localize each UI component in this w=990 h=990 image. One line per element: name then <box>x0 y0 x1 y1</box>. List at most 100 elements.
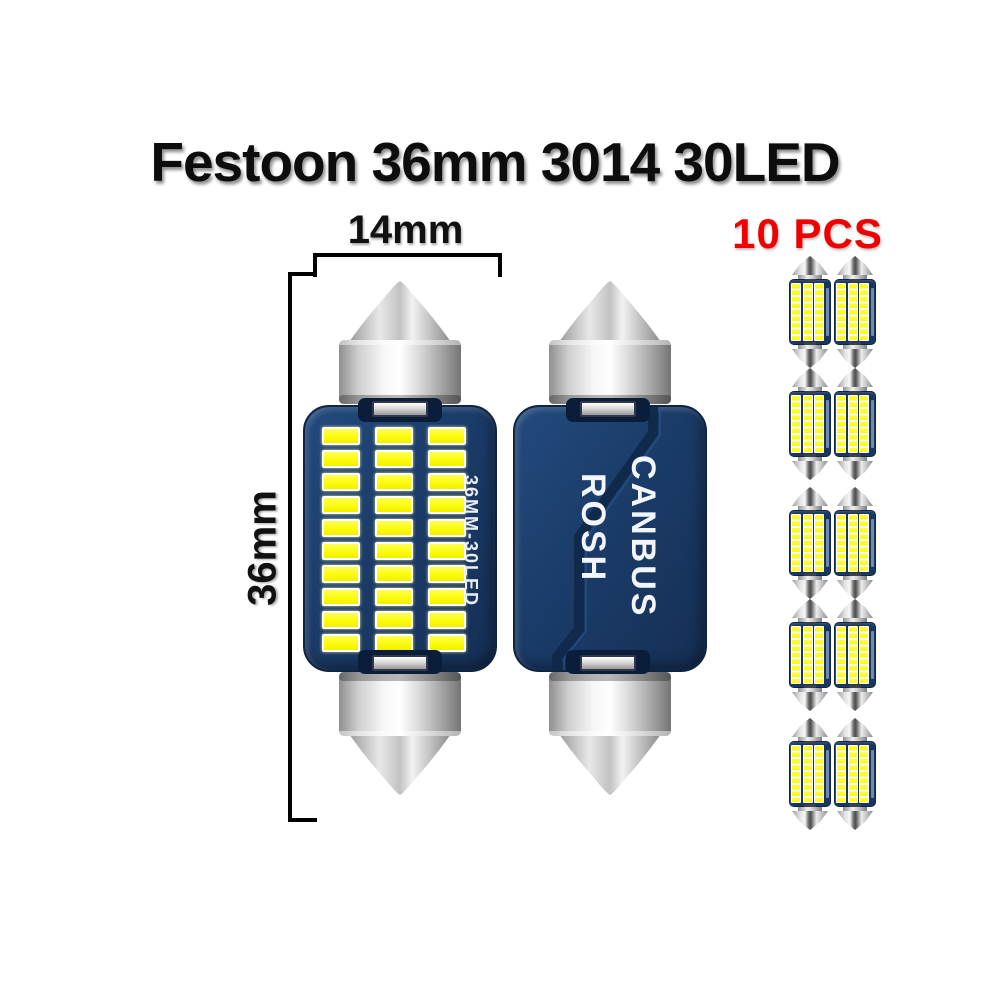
mini-bulb-body <box>834 622 876 688</box>
led-chip <box>428 588 466 606</box>
led-chip <box>322 519 360 537</box>
mini-led-stripe <box>859 395 870 453</box>
back-bulb-top-tab <box>580 401 636 417</box>
mini-bulb-body <box>789 741 831 807</box>
mini-led-stripe <box>836 283 847 341</box>
front-bulb-body: 36MM-30LED <box>303 405 497 672</box>
back-bulb-seam-icon <box>552 407 661 670</box>
mini-led-stripe <box>814 283 825 341</box>
mini-bulb-body <box>834 391 876 457</box>
back-bulb-print-canbus: CANBUS <box>624 455 662 619</box>
mini-bulb-top-neck <box>843 737 867 741</box>
mini-bulb-bottom-neck <box>798 345 822 349</box>
mini-bulb-bottom-neck <box>843 576 867 580</box>
mini-bulb <box>789 368 831 480</box>
mini-bulb-body <box>834 510 876 576</box>
mini-bulb-top-cone-icon <box>792 256 828 275</box>
led-chip <box>428 496 466 514</box>
front-bulb-bottom-cap-icon <box>339 672 461 795</box>
mini-bulb-top-cone-icon <box>792 718 828 737</box>
back-bulb-body: CANBUS ROSH <box>513 405 707 672</box>
mini-bulb <box>834 718 876 830</box>
mini-led-stripe <box>814 395 825 453</box>
mini-bulb-top-cone-icon <box>837 368 873 387</box>
mini-bulb-body <box>789 391 831 457</box>
led-grid <box>322 427 466 652</box>
mini-bulb-top-neck <box>843 275 867 279</box>
mini-bulb-bottom-neck <box>843 807 867 811</box>
mini-print-stripe <box>870 519 874 567</box>
led-chip <box>322 542 360 560</box>
led-chip <box>375 519 413 537</box>
led-chip <box>322 496 360 514</box>
led-chip <box>322 427 360 445</box>
pack-row <box>789 487 876 599</box>
mini-bulb <box>789 256 831 368</box>
pack-row <box>789 256 876 368</box>
mini-bulb-top-neck <box>798 506 822 510</box>
mini-led-stripe <box>814 745 825 803</box>
back-bulb-bottom-tab <box>580 655 636 671</box>
led-chip <box>428 450 466 468</box>
led-chip <box>428 542 466 560</box>
mini-print-stripe <box>870 288 874 336</box>
pack-row <box>789 368 876 480</box>
mini-led-stripe <box>802 514 813 572</box>
led-chip <box>375 450 413 468</box>
mini-led-stripe <box>847 514 858 572</box>
mini-led-stripe <box>859 626 870 684</box>
mini-led-stripe <box>791 514 802 572</box>
mini-bulb-top-cone-icon <box>837 718 873 737</box>
mini-bulb-bottom-cone-icon <box>837 811 873 830</box>
led-chip <box>375 588 413 606</box>
led-chip <box>375 611 413 629</box>
mini-bulb-bottom-neck <box>798 576 822 580</box>
front-bulb-bottom-tab <box>372 655 428 671</box>
led-chip <box>375 496 413 514</box>
led-chip <box>375 473 413 491</box>
mini-bulb <box>834 487 876 599</box>
led-chip <box>428 427 466 445</box>
mini-bulb-bottom-cone-icon <box>837 461 873 480</box>
mini-led-stripe <box>847 283 858 341</box>
led-chip <box>322 473 360 491</box>
mini-led-stripe <box>836 745 847 803</box>
mini-bulb-top-cone-icon <box>792 599 828 618</box>
mini-bulb-bottom-cone-icon <box>837 349 873 368</box>
led-chip <box>428 565 466 583</box>
mini-bulb-bottom-neck <box>798 457 822 461</box>
mini-print-stripe <box>825 400 829 448</box>
product-title: Festoon 36mm 3014 30LED <box>150 131 840 193</box>
mini-bulb-bottom-cone-icon <box>792 580 828 599</box>
mini-bulb-top-neck <box>798 618 822 622</box>
mini-led-stripe <box>814 626 825 684</box>
led-chip <box>428 634 466 652</box>
mini-led-stripe <box>791 745 802 803</box>
mini-bulb-bottom-neck <box>798 688 822 692</box>
mini-bulb-bottom-cone-icon <box>792 811 828 830</box>
mini-print-stripe <box>825 750 829 798</box>
mini-bulb-body <box>789 279 831 345</box>
mini-led-stripe <box>802 626 813 684</box>
mini-bulb <box>834 599 876 711</box>
mini-bulb-bottom-cone-icon <box>792 349 828 368</box>
mini-led-stripe <box>847 626 858 684</box>
mini-bulb-body <box>834 741 876 807</box>
mini-bulb-top-cone-icon <box>837 599 873 618</box>
led-chip <box>322 450 360 468</box>
mini-bulb-top-neck <box>843 506 867 510</box>
mini-led-stripe <box>814 514 825 572</box>
mini-led-stripe <box>802 395 813 453</box>
pack-row <box>789 718 876 830</box>
mini-bulb-bottom-cone-icon <box>792 692 828 711</box>
led-chip <box>375 565 413 583</box>
mini-print-stripe <box>825 519 829 567</box>
mini-bulb-top-neck <box>798 387 822 391</box>
length-dimension-bracket <box>288 272 317 822</box>
led-chip <box>428 473 466 491</box>
mini-print-stripe <box>825 288 829 336</box>
mini-bulb-bottom-neck <box>843 457 867 461</box>
mini-bulb-top-cone-icon <box>792 487 828 506</box>
mini-bulb-top-neck <box>798 275 822 279</box>
